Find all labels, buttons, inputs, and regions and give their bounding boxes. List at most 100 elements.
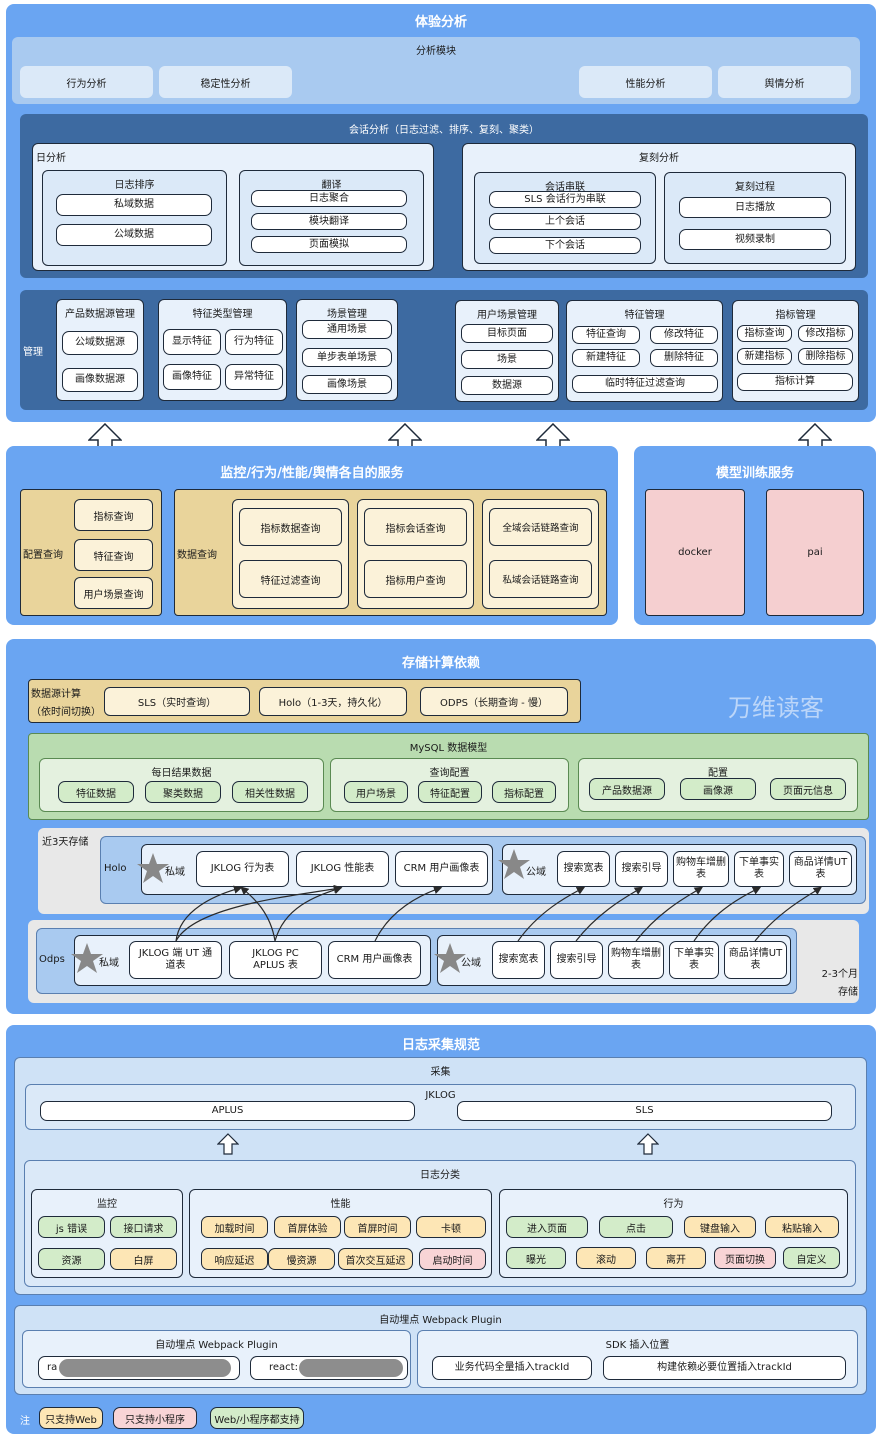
api-request[interactable]: 接口请求 [110, 1216, 177, 1238]
temp-feature-filter[interactable]: 临时特征过滤查询 [572, 375, 718, 393]
metric-config[interactable]: 指标配置 [492, 781, 556, 803]
odps-search-guide[interactable]: 搜索引导 [550, 941, 603, 979]
pai-box[interactable]: pai [766, 489, 864, 616]
plugin-ra[interactable]: ra [38, 1356, 240, 1380]
module-behavior[interactable]: 行为分析 [20, 66, 153, 98]
metric-session-query[interactable]: 指标会话查询 [364, 508, 467, 546]
scroll[interactable]: 滚动 [576, 1247, 636, 1269]
odps-order[interactable]: 下单事实表 [669, 941, 719, 979]
metric-data-query[interactable]: 指标数据查询 [239, 508, 342, 546]
sls-source[interactable]: SLS（实时查询） [104, 687, 250, 716]
holo-order[interactable]: 下单事实表 [734, 851, 784, 887]
sdk-full-insert[interactable]: 业务代码全量插入trackId [432, 1356, 592, 1380]
feature-filter-query[interactable]: 特征过滤查询 [239, 560, 342, 598]
config-user-scene-query[interactable]: 用户场景查询 [74, 577, 153, 609]
module-performance[interactable]: 性能分析 [579, 66, 712, 98]
public-source[interactable]: 公域数据源 [62, 331, 138, 355]
white-screen[interactable]: 白屏 [110, 1248, 177, 1270]
chain-next[interactable]: 下个会话 [489, 237, 641, 254]
replay-log-play[interactable]: 日志播放 [679, 197, 831, 218]
holo-source[interactable]: Holo（1-3天，持久化） [259, 687, 407, 716]
global-session-chain-query[interactable]: 全域会话链路查询 [489, 508, 592, 546]
product-data-source[interactable]: 产品数据源 [589, 778, 665, 800]
translate-module[interactable]: 模块翻译 [251, 213, 407, 230]
translate-aggregate[interactable]: 日志聚合 [251, 190, 407, 207]
log-sort-public[interactable]: 公域数据 [56, 224, 212, 246]
metric-edit[interactable]: 修改指标 [798, 325, 853, 342]
holo-cart[interactable]: 购物车增删表 [673, 851, 729, 887]
slow-resource[interactable]: 慢资源 [268, 1248, 335, 1270]
feature-data[interactable]: 特征数据 [58, 781, 134, 803]
user-scene-config[interactable]: 用户场景 [344, 781, 408, 803]
config-metric-query[interactable]: 指标查询 [74, 499, 153, 531]
profile-feature[interactable]: 画像特征 [163, 364, 221, 390]
data-source[interactable]: 数据源 [461, 376, 553, 395]
cluster-data[interactable]: 聚类数据 [145, 781, 221, 803]
first-screen-exp[interactable]: 首屏体验 [274, 1216, 341, 1238]
odps-crm-profile[interactable]: CRM 用户画像表 [328, 941, 421, 979]
target-page[interactable]: 目标页面 [461, 324, 553, 343]
feature-query[interactable]: 特征查询 [572, 326, 640, 344]
module-stability[interactable]: 稳定性分析 [159, 66, 292, 98]
anomaly-feature[interactable]: 异常特征 [225, 364, 283, 390]
exposure[interactable]: 曝光 [506, 1247, 566, 1269]
metric-delete[interactable]: 删除指标 [798, 348, 853, 365]
leave[interactable]: 离开 [646, 1247, 706, 1269]
feature-create[interactable]: 新建特征 [572, 349, 640, 367]
replay-video[interactable]: 视频录制 [679, 229, 831, 250]
feature-config[interactable]: 特征配置 [418, 781, 482, 803]
module-sentiment[interactable]: 舆情分析 [718, 66, 851, 98]
feature-edit[interactable]: 修改特征 [650, 326, 718, 344]
scene[interactable]: 场景 [461, 350, 553, 369]
odps-source[interactable]: ODPS（长期查询 - 慢） [420, 687, 568, 716]
odps-item-detail[interactable]: 商品详情UT表 [724, 941, 787, 979]
jank[interactable]: 卡顿 [416, 1216, 486, 1238]
metric-query[interactable]: 指标查询 [737, 325, 792, 342]
js-error[interactable]: js 错误 [38, 1216, 105, 1238]
click[interactable]: 点击 [599, 1216, 673, 1238]
page-switch[interactable]: 页面切换 [714, 1247, 776, 1269]
keyboard-input[interactable]: 键盘输入 [684, 1216, 756, 1238]
launch-time[interactable]: 启动时间 [419, 1248, 486, 1270]
metric-create[interactable]: 新建指标 [737, 348, 792, 365]
docker-box[interactable]: docker [645, 489, 745, 616]
plugin-react[interactable]: react: [250, 1356, 408, 1380]
generic-scene[interactable]: 通用场景 [302, 320, 392, 339]
profile-source-config[interactable]: 画像源 [680, 778, 756, 800]
private-session-chain-query[interactable]: 私域会话链路查询 [489, 560, 592, 598]
correlation-data[interactable]: 相关性数据 [232, 781, 308, 803]
chain-sls[interactable]: SLS 会话行为串联 [489, 191, 641, 208]
holo-item-detail[interactable]: 商品详情UT表 [789, 851, 852, 887]
odps-jklog-ut[interactable]: JKLOG 端 UT 通道表 [129, 941, 222, 979]
metric-compute[interactable]: 指标计算 [737, 373, 853, 391]
profile-scene[interactable]: 画像场景 [302, 375, 392, 394]
translate-page-sim[interactable]: 页面模拟 [251, 236, 407, 253]
sdk-partial-insert[interactable]: 构建依赖必要位置插入trackId [603, 1356, 846, 1380]
holo-search-wide[interactable]: 搜索宽表 [557, 851, 610, 887]
behavior-feature[interactable]: 行为特征 [225, 329, 283, 355]
first-input-delay[interactable]: 首次交互延迟 [338, 1248, 413, 1270]
first-screen-time[interactable]: 首屏时间 [344, 1216, 411, 1238]
single-form-scene[interactable]: 单步表单场景 [302, 348, 392, 367]
odps-cart[interactable]: 购物车增删表 [608, 941, 664, 979]
sls-bar[interactable]: SLS [457, 1101, 832, 1121]
paste-input[interactable]: 粘贴输入 [765, 1216, 839, 1238]
holo-jklog-perf[interactable]: JKLOG 性能表 [296, 851, 389, 887]
metric-user-query[interactable]: 指标用户查询 [364, 560, 467, 598]
holo-jklog-behavior[interactable]: JKLOG 行为表 [196, 851, 289, 887]
load-time[interactable]: 加载时间 [201, 1216, 268, 1238]
display-feature[interactable]: 显示特征 [163, 329, 221, 355]
aplus-bar[interactable]: APLUS [40, 1101, 415, 1121]
log-sort-private[interactable]: 私域数据 [56, 194, 212, 216]
odps-search-wide[interactable]: 搜索宽表 [492, 941, 545, 979]
custom[interactable]: 自定义 [783, 1247, 840, 1269]
holo-search-guide[interactable]: 搜索引导 [615, 851, 668, 887]
odps-jklog-pc[interactable]: JKLOG PC APLUS 表 [229, 941, 322, 979]
chain-prev[interactable]: 上个会话 [489, 213, 641, 230]
page-meta[interactable]: 页面元信息 [770, 778, 846, 800]
response-delay[interactable]: 响应延迟 [201, 1248, 268, 1270]
config-feature-query[interactable]: 特征查询 [74, 539, 153, 571]
enter-page[interactable]: 进入页面 [506, 1216, 588, 1238]
feature-delete[interactable]: 删除特征 [650, 349, 718, 367]
profile-source[interactable]: 画像数据源 [62, 368, 138, 392]
